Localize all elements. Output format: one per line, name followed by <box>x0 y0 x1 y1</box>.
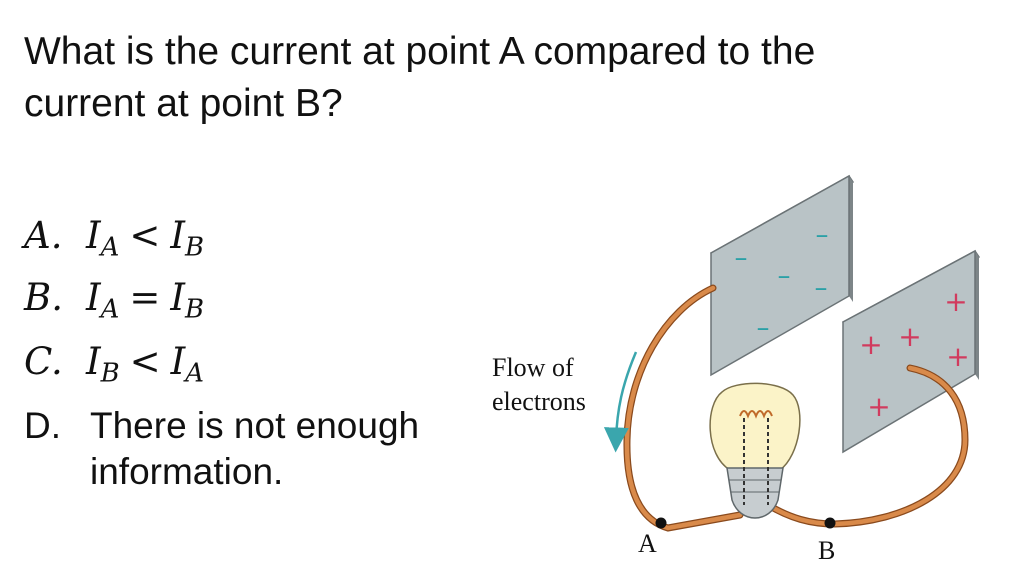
negative-charge: – <box>757 313 770 343</box>
current-symbol: I <box>170 276 185 319</box>
comparison-operator: < <box>129 340 161 383</box>
plate-face <box>842 249 976 454</box>
current-subscript: B <box>184 294 204 325</box>
current-subscript: A <box>100 294 120 325</box>
comparison-operator: < <box>129 214 161 257</box>
circuit-diagram: – – – – – + + + + + <box>603 174 981 532</box>
positive-charge: + <box>898 320 921 353</box>
option-c[interactable]: C.IB<IA <box>24 339 204 396</box>
option-letter: C. <box>24 340 63 383</box>
positive-charge: + <box>859 328 882 361</box>
negative-charge: – <box>815 273 828 303</box>
current-symbol: I <box>86 214 101 257</box>
current-symbol: I <box>170 340 186 383</box>
option-letter: B. <box>24 276 63 319</box>
point-b-marker <box>824 517 836 529</box>
positive-charge: + <box>944 285 967 318</box>
positive-charges: + + + + + <box>859 285 969 423</box>
current-subscript: A <box>100 232 120 263</box>
negative-charge: – <box>778 261 791 291</box>
positive-charge: + <box>946 340 969 373</box>
wire-right <box>765 365 968 527</box>
plate-side <box>849 176 853 302</box>
bulb-glass <box>709 382 801 471</box>
bulb-filament <box>739 410 773 419</box>
option-b[interactable]: B.IA=IB <box>24 275 204 332</box>
option-text: There is not enough information. <box>90 405 420 492</box>
negative-charges: – – – – – <box>735 220 829 343</box>
negative-plate <box>709 174 855 377</box>
current-subscript: B <box>184 232 204 263</box>
plate-face <box>710 174 850 377</box>
flow-of-electrons-label: Flow of electrons <box>492 353 586 416</box>
option-letter: A. <box>24 214 63 257</box>
point-b-label: B <box>818 536 836 565</box>
option-letter: D. <box>24 405 61 446</box>
current-symbol: I <box>170 214 185 257</box>
negative-charge: – <box>816 220 829 250</box>
option-a[interactable]: A.IA<IB <box>24 213 204 270</box>
negative-charge: – <box>735 243 748 273</box>
current-symbol: I <box>86 276 101 319</box>
current-symbol: I <box>86 340 101 383</box>
option-d[interactable]: D. There is not enough information. <box>24 403 470 495</box>
electron-flow-arrow <box>603 351 638 453</box>
light-bulb <box>709 382 801 519</box>
point-a-marker <box>655 517 667 529</box>
comparison-operator: = <box>129 276 161 319</box>
plate-side <box>975 251 979 380</box>
question-text: What is the current at point A compared … <box>24 30 816 125</box>
positive-charge: + <box>867 390 890 423</box>
point-a-label: A <box>638 529 657 558</box>
current-subscript: B <box>100 358 120 389</box>
positive-plate <box>841 249 981 454</box>
current-subscript: A <box>185 358 204 389</box>
